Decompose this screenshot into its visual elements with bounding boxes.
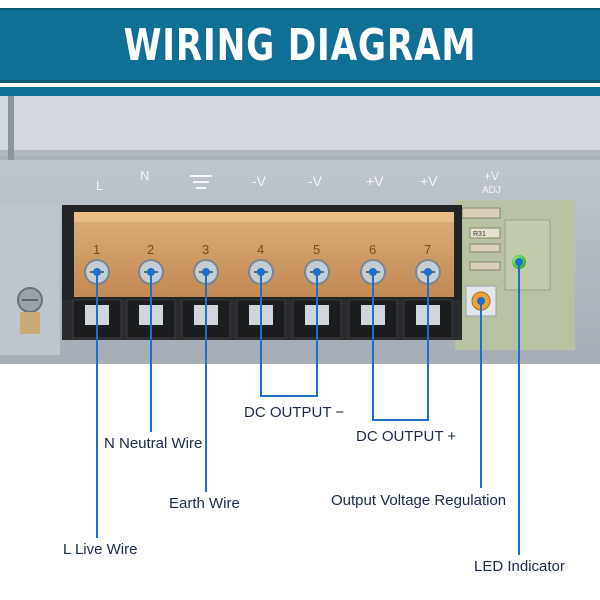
label-live-wire: L Live Wire — [63, 541, 138, 558]
silk-l: L — [96, 178, 103, 193]
leader-dc-plus — [372, 272, 429, 421]
silk-plus-v-3: +V — [484, 169, 499, 183]
case-cover-edge — [0, 150, 600, 160]
silk-minus-v-2: -V — [308, 173, 323, 189]
case-top-cover — [0, 96, 600, 156]
silk-plus-v-1: +V — [366, 173, 384, 189]
label-neutral-wire: N Neutral Wire — [104, 435, 203, 452]
terminal-number: 4 — [257, 242, 264, 257]
resistor-r31-label: R31 — [473, 231, 486, 238]
terminal-number: 3 — [202, 242, 209, 257]
screw-washer — [20, 312, 40, 334]
resistor-1 — [461, 207, 501, 219]
page-title: WIRING DIAGRAM — [123, 20, 477, 71]
terminal-number: 6 — [369, 242, 376, 257]
terminal-number: 2 — [147, 242, 154, 257]
label-output-voltage-regulation: Output Voltage Regulation — [331, 492, 507, 509]
leader-dc-minus — [260, 272, 318, 397]
silk-adj: ADJ — [482, 185, 501, 196]
earth-symbol-icon — [190, 175, 212, 189]
label-dc-output-plus: DC OUTPUT + — [356, 428, 457, 445]
led-marker-dot — [515, 258, 523, 266]
silkscreen-markings: L N -V -V +V +V +V ADJ — [96, 168, 501, 196]
label-led-indicator: LED Indicator — [474, 558, 565, 575]
pcb-trace-area — [504, 219, 551, 291]
silk-plus-v-2: +V — [420, 173, 438, 189]
resistor-2 — [469, 243, 501, 253]
terminal-cover-highlight — [74, 212, 454, 222]
adj-marker-dot — [477, 297, 485, 305]
pcb-board: R31 — [455, 200, 575, 350]
silk-n: N — [140, 168, 149, 183]
terminal-number: 7 — [424, 242, 431, 257]
resistor-r31 — [469, 227, 501, 239]
terminal-number: 5 — [313, 242, 320, 257]
label-earth-wire: Earth Wire — [169, 495, 240, 512]
terminal-number: 1 — [93, 242, 100, 257]
silk-minus-v-1: -V — [252, 173, 267, 189]
leader-lines — [96, 258, 523, 555]
title-bar: WIRING DIAGRAM — [0, 8, 600, 83]
resistor-3 — [469, 261, 501, 271]
title-underline — [0, 87, 600, 96]
title-banner: WIRING DIAGRAM — [0, 0, 600, 97]
case-side-seam — [8, 96, 14, 160]
label-dc-output-minus: DC OUTPUT − — [244, 404, 345, 421]
